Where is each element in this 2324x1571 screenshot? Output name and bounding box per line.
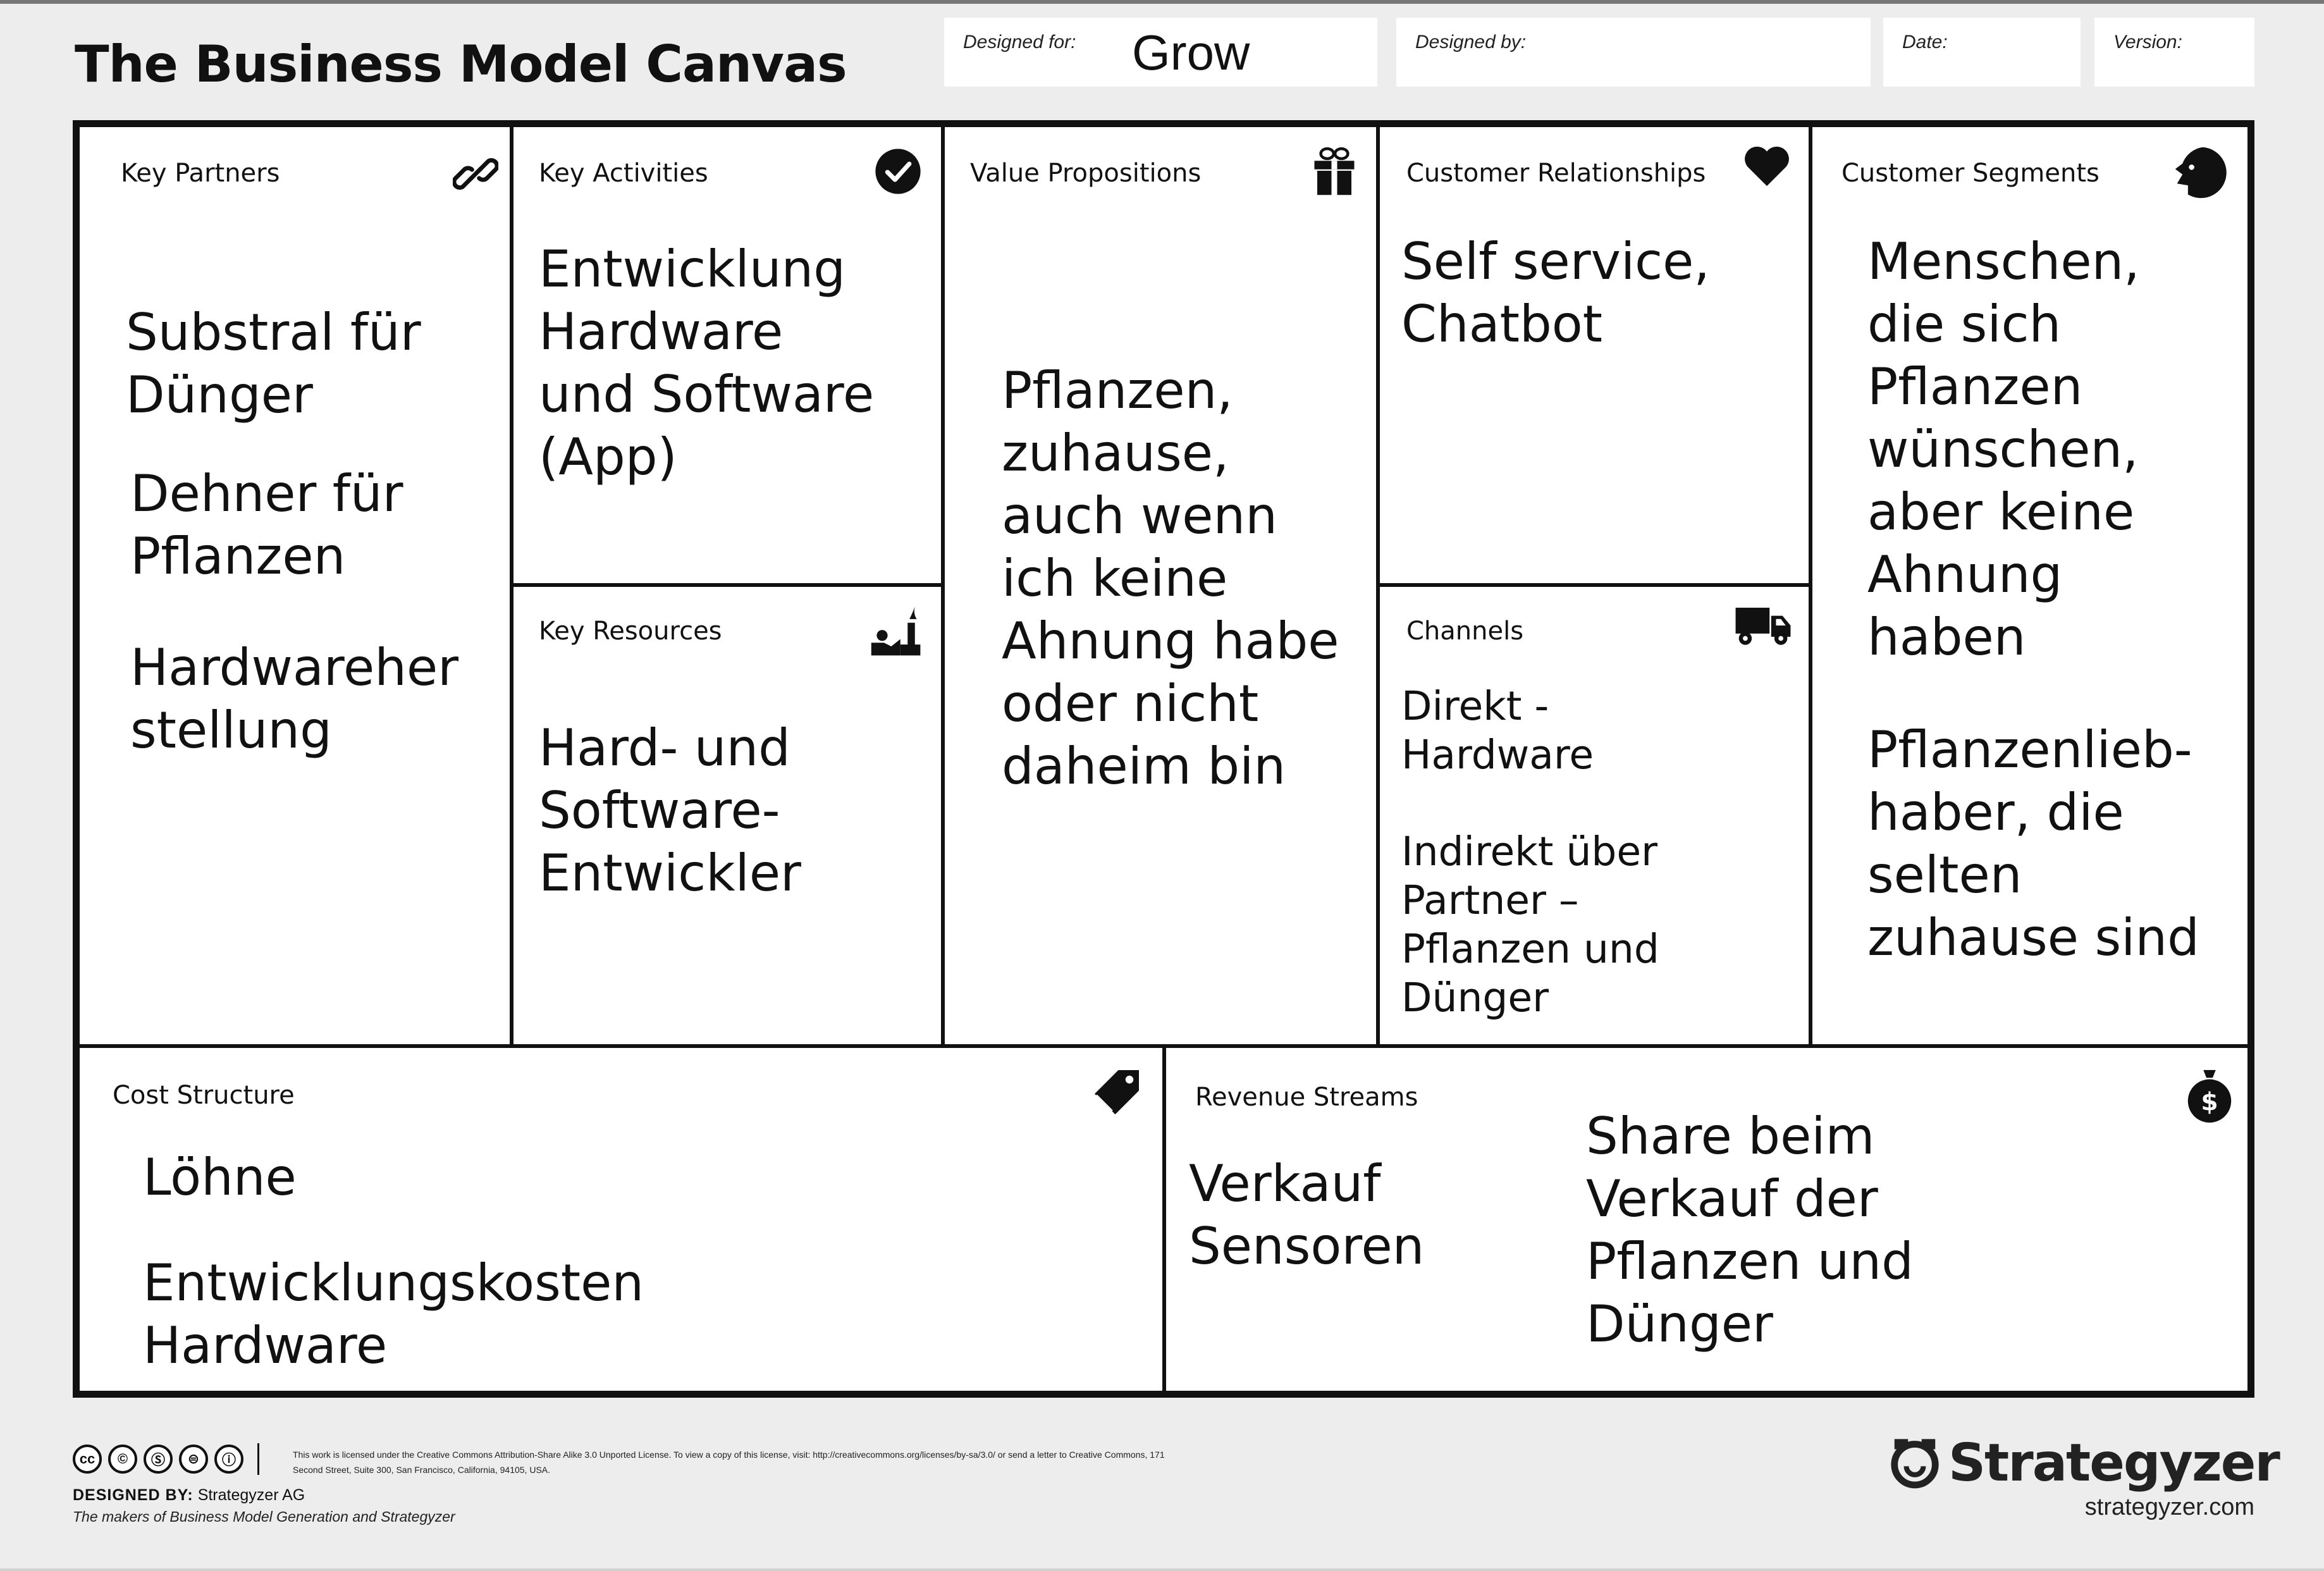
strategyzer-logo-icon — [1888, 1436, 1942, 1490]
svg-text:$: $ — [2201, 1088, 2218, 1116]
footer-designed-by: DESIGNED BY: Strategyzer AG — [73, 1486, 305, 1505]
date-label: Date: — [1902, 32, 1948, 52]
revenue-streams-block[interactable]: Revenue Streams $ Verkauf Sensoren Share… — [1166, 1044, 2247, 1391]
customer-segments-block[interactable]: Customer Segments Menschen, die sich Pfl… — [1812, 127, 2247, 1044]
footer-designed-by-value: Strategyzer AG — [197, 1486, 305, 1504]
designed-for-field[interactable]: Designed for: Grow — [944, 18, 1377, 87]
cost-structure-title: Cost Structure — [113, 1081, 295, 1110]
canvas-grid: Key Partners Substral für Dünger Dehner … — [73, 120, 2254, 1398]
customer-relationships-block[interactable]: Customer Relationships Self service, Cha… — [1380, 127, 1812, 587]
makers-text: The makers of Business Model Generation … — [73, 1508, 455, 1525]
version-label: Version: — [2113, 32, 2182, 52]
heart-icon — [1743, 144, 1791, 188]
customer-relationships-title: Customer Relationships — [1406, 159, 1706, 188]
key-activities-note-1: Entwicklung Hardware und Software (App) — [539, 240, 875, 486]
key-partners-note-3: Hardwareher stellung — [130, 638, 459, 760]
key-resources-block[interactable]: Key Resources Hard- und Software- Entwic… — [513, 587, 945, 1044]
brand-url[interactable]: strategyzer.com — [2084, 1494, 2254, 1520]
designed-by-label: Designed by: — [1415, 32, 1527, 52]
version-field[interactable]: Version: — [2094, 18, 2254, 87]
bottom-edge — [0, 1568, 2324, 1571]
key-partners-block[interactable]: Key Partners Substral für Dünger Dehner … — [80, 127, 513, 1044]
customer-segments-title: Customer Segments — [1841, 159, 2100, 188]
brand-name: Strategyzer — [1948, 1432, 2280, 1493]
revenue-streams-title: Revenue Streams — [1195, 1083, 1418, 1112]
price-tag-icon — [1091, 1067, 1142, 1118]
customer-segments-note-2: Pflanzenlieb- haber, die selten zuhause … — [1867, 720, 2199, 967]
license-text: This work is licensed under the Creative… — [293, 1450, 1165, 1475]
creative-commons-badges: cc © Ⓢ ⊜ ⓘ — [73, 1442, 259, 1476]
truck-icon — [1734, 602, 1792, 649]
face-icon — [2172, 144, 2230, 202]
customer-segments-note-1: Menschen, die sich Pflanzen wünschen, ab… — [1867, 232, 2140, 667]
remix-icon: ⊜ — [179, 1445, 208, 1474]
designed-by-field[interactable]: Designed by: — [1396, 18, 1871, 87]
cost-structure-block[interactable]: Cost Structure Löhne Entwicklungskosten … — [80, 1044, 1166, 1391]
value-propositions-title: Value Propositions — [970, 159, 1202, 188]
key-activities-block[interactable]: Key Activities Entwicklung Hardware und … — [513, 127, 945, 587]
revenue-streams-note-2: Share beim Verkauf der Pflanzen und Düng… — [1586, 1107, 1914, 1353]
key-partners-title: Key Partners — [121, 159, 280, 188]
channels-title: Channels — [1406, 617, 1524, 646]
footer-divider — [257, 1443, 259, 1475]
link-icon — [453, 151, 498, 197]
top-edge — [0, 0, 2324, 4]
channels-note-1: Direkt - Hardware — [1401, 683, 1594, 778]
value-propositions-block[interactable]: Value Propositions Pflanzen, zuhause, au… — [945, 127, 1380, 1044]
checkmark-icon — [874, 147, 922, 195]
cost-structure-note-2: Entwicklungskosten Hardware — [143, 1254, 644, 1375]
key-partners-note-1: Substral für Dünger — [126, 303, 421, 424]
designed-for-label: Designed for: — [963, 32, 1076, 52]
channels-note-2: Indirekt über Partner – Pflanzen und Dün… — [1401, 829, 1659, 1021]
channels-block[interactable]: Channels Direkt - Hardware Indirekt über… — [1380, 587, 1812, 1044]
date-field[interactable]: Date: — [1883, 18, 2081, 87]
key-partners-note-2: Dehner für Pflanzen — [130, 464, 403, 586]
key-resources-title: Key Resources — [539, 617, 722, 646]
key-resources-note-1: Hard- und Software- Entwickler — [539, 718, 801, 903]
customer-relationships-note-1: Self service, Chatbot — [1401, 232, 1710, 354]
share-alike-icon: Ⓢ — [144, 1445, 173, 1474]
gift-icon — [1312, 145, 1357, 197]
cost-structure-note-1: Löhne — [143, 1148, 297, 1207]
copyright-icon: © — [108, 1445, 137, 1474]
money-bag-icon: $ — [2184, 1067, 2235, 1123]
designed-for-value: Grow — [1132, 25, 1250, 80]
cc-icon: cc — [73, 1445, 102, 1474]
factory-icon — [868, 603, 926, 661]
revenue-streams-note-1: Verkauf Sensoren — [1189, 1154, 1425, 1276]
value-propositions-note-1: Pflanzen, zuhause, auch wenn ich keine A… — [1002, 361, 1339, 796]
strategyzer-brand[interactable]: Strategyzer — [1888, 1432, 2280, 1493]
page-title: The Business Model Canvas — [75, 35, 847, 94]
attribution-icon: ⓘ — [214, 1445, 243, 1474]
key-activities-title: Key Activities — [539, 159, 708, 188]
footer-designed-by-label: DESIGNED BY: — [73, 1486, 194, 1504]
